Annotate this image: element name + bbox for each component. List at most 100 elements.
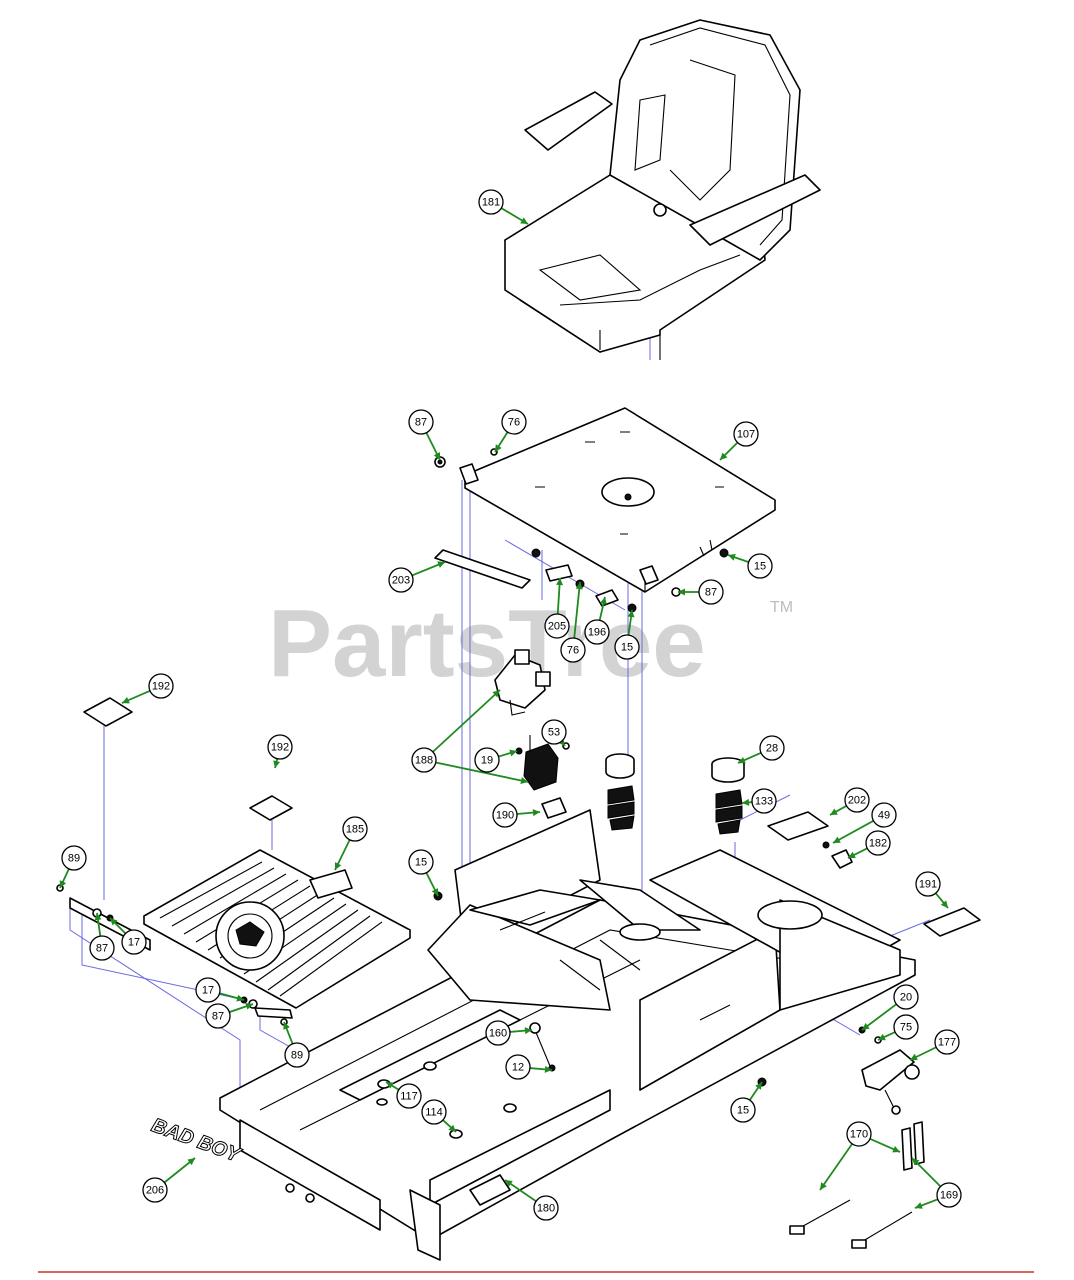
callout-label: 15 xyxy=(621,642,633,654)
callout-15[interactable]: 15 xyxy=(747,553,773,579)
callout-15[interactable]: 15 xyxy=(614,634,640,660)
callout-87[interactable]: 87 xyxy=(698,579,724,605)
callout-17[interactable]: 17 xyxy=(121,929,147,955)
callout-label: 117 xyxy=(400,1091,418,1103)
callout-circle xyxy=(411,747,437,773)
callout-49[interactable]: 49 xyxy=(871,802,897,828)
callout-circle xyxy=(533,1195,559,1221)
callout-87[interactable]: 87 xyxy=(205,1003,231,1029)
callout-87[interactable]: 87 xyxy=(89,935,115,961)
callout-114[interactable]: 114 xyxy=(421,1099,447,1125)
leader-arrow-169 xyxy=(915,1202,923,1209)
callout-label: 75 xyxy=(900,1022,912,1034)
callout-label: 188 xyxy=(415,755,433,767)
leader-arrow-107 xyxy=(720,452,728,460)
callout-17[interactable]: 17 xyxy=(195,977,221,1003)
brand-decal-text: BAD BOY xyxy=(149,1114,245,1167)
callout-label: 114 xyxy=(425,1107,443,1119)
callout-circle xyxy=(893,1014,919,1040)
callout-191[interactable]: 191 xyxy=(915,871,941,897)
callout-circle xyxy=(733,421,759,447)
callout-89[interactable]: 89 xyxy=(61,845,87,871)
wire-harness xyxy=(494,649,551,716)
callout-circle xyxy=(505,1054,531,1080)
leader-arrow-89 xyxy=(59,880,67,888)
leader-arrow-192 xyxy=(273,760,281,768)
callout-205[interactable]: 205 xyxy=(544,613,570,639)
callout-circle xyxy=(342,816,368,842)
callout-circle xyxy=(614,634,640,660)
callout-label: 53 xyxy=(548,727,560,739)
callout-circle xyxy=(730,1097,756,1123)
leader-arrow-89 xyxy=(283,1022,290,1030)
callout-180[interactable]: 180 xyxy=(533,1195,559,1221)
callout-label: 76 xyxy=(567,645,579,657)
decal-205 xyxy=(545,564,573,582)
callout-circle xyxy=(396,1083,422,1109)
leader-arrow-202 xyxy=(830,808,838,815)
callout-177[interactable]: 177 xyxy=(934,1029,960,1055)
callout-label: 15 xyxy=(415,857,427,869)
callout-117[interactable]: 117 xyxy=(396,1083,422,1109)
callout-circle xyxy=(267,734,293,760)
callout-circle xyxy=(934,1029,960,1055)
sensors xyxy=(789,1121,925,1249)
leader-arrow-188 xyxy=(492,690,500,698)
seat-pan-hardware xyxy=(434,448,729,613)
callout-label: 15 xyxy=(754,561,766,573)
callout-circle xyxy=(915,871,941,897)
callout-15[interactable]: 15 xyxy=(730,1097,756,1123)
callout-76[interactable]: 76 xyxy=(501,409,527,435)
callout-170[interactable]: 170 xyxy=(846,1121,872,1147)
callout-181[interactable]: 181 xyxy=(478,189,504,215)
callout-circle xyxy=(474,747,500,773)
callout-192[interactable]: 192 xyxy=(267,734,293,760)
leader-arrow-15 xyxy=(627,610,635,618)
callout-circle xyxy=(195,977,221,1003)
decal-192-left xyxy=(83,697,133,727)
callout-133[interactable]: 133 xyxy=(751,788,777,814)
callout-75[interactable]: 75 xyxy=(893,1014,919,1040)
callout-28[interactable]: 28 xyxy=(759,735,785,761)
leader-arrow-196 xyxy=(600,597,607,605)
callout-19[interactable]: 19 xyxy=(474,747,500,773)
callout-label: 87 xyxy=(96,943,108,955)
callout-label: 76 xyxy=(508,417,520,429)
callout-87[interactable]: 87 xyxy=(408,409,434,435)
callout-20[interactable]: 20 xyxy=(893,984,919,1010)
callout-circle xyxy=(544,613,570,639)
callout-160[interactable]: 160 xyxy=(485,1020,511,1046)
callout-label: 181 xyxy=(482,197,500,209)
callout-169[interactable]: 169 xyxy=(936,1182,962,1208)
leader-lines xyxy=(59,207,949,1209)
callout-202[interactable]: 202 xyxy=(844,787,870,813)
callout-192[interactable]: 192 xyxy=(148,673,174,699)
leader-line-188 xyxy=(432,689,501,753)
callout-206[interactable]: 206 xyxy=(142,1177,168,1203)
callout-196[interactable]: 196 xyxy=(584,619,610,645)
callout-circle xyxy=(89,935,115,961)
callout-188[interactable]: 188 xyxy=(411,747,437,773)
callout-185[interactable]: 185 xyxy=(342,816,368,842)
callout-182[interactable]: 182 xyxy=(865,830,891,856)
callout-15[interactable]: 15 xyxy=(408,849,434,875)
callout-76[interactable]: 76 xyxy=(560,637,586,663)
callout-190[interactable]: 190 xyxy=(492,802,518,828)
callout-label: 49 xyxy=(878,810,890,822)
callout-53[interactable]: 53 xyxy=(541,719,567,745)
watermark: PartsTree xyxy=(268,590,706,697)
callout-12[interactable]: 12 xyxy=(505,1054,531,1080)
leader-arrow-170 xyxy=(820,1182,827,1190)
callout-107[interactable]: 107 xyxy=(733,421,759,447)
callout-label: 203 xyxy=(392,575,410,587)
callout-203[interactable]: 203 xyxy=(388,567,414,593)
callout-circle xyxy=(560,637,586,663)
callout-89[interactable]: 89 xyxy=(284,1042,310,1068)
callout-label: 133 xyxy=(755,796,773,808)
callout-circle xyxy=(698,579,724,605)
callout-label: 196 xyxy=(588,627,606,639)
watermark-trademark: TM xyxy=(770,599,793,616)
callout-bubbles: 181 87 76 107 15 203 87 205 196 76 15 192 192 28 53 188… xyxy=(61,189,962,1221)
leader-arrow-87 xyxy=(245,1002,253,1010)
